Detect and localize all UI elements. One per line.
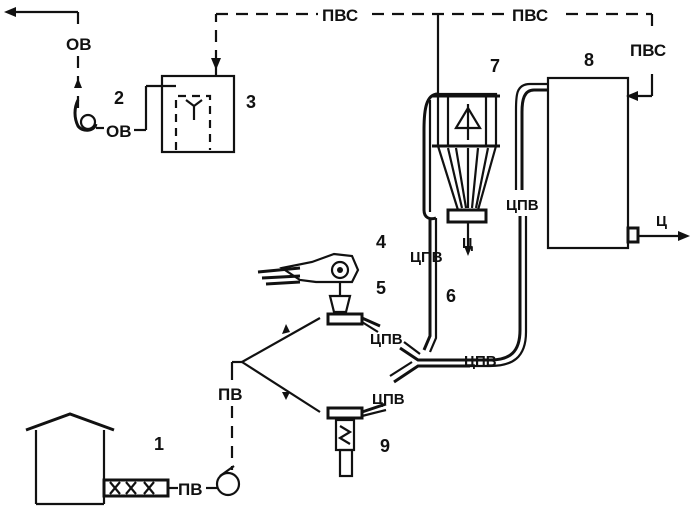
- pvs-line: [211, 12, 654, 101]
- number-3: 3: [246, 92, 256, 112]
- label-ov-mid: ОВ: [106, 122, 132, 141]
- label-pvs-1: ПВС: [322, 6, 358, 25]
- number-9: 9: [380, 436, 390, 456]
- tank-8: [514, 76, 690, 250]
- unit-4: [257, 252, 360, 296]
- label-pvs-2: ПВС: [512, 6, 548, 25]
- label-pv-left: ПВ: [218, 385, 243, 404]
- cpv-line-6: [422, 218, 438, 353]
- label-cpv-branch5: ЦПВ: [370, 331, 403, 348]
- number-1: 1: [154, 434, 164, 454]
- label-cpv-branch9: ЦПВ: [372, 391, 405, 408]
- number-7: 7: [490, 56, 500, 76]
- pump-pv: [206, 465, 241, 497]
- cpv-riser: [470, 216, 528, 368]
- manifold: [389, 341, 470, 384]
- number-6: 6: [446, 286, 456, 306]
- label-cpv-cyclone: ЦПВ: [410, 249, 443, 266]
- label-ov-top: ОВ: [66, 35, 92, 54]
- unit-9: [326, 402, 387, 478]
- tank-3: [160, 66, 236, 154]
- label-pv-bottom: ПВ: [178, 480, 203, 499]
- label-c-cyclone: Ц: [462, 235, 473, 252]
- label-c-tank: Ц: [656, 213, 667, 230]
- pv-split: [230, 317, 321, 470]
- number-4: 4: [376, 232, 386, 252]
- unit-5: [326, 294, 381, 333]
- number-5: 5: [376, 278, 386, 298]
- storage-building: [25, 412, 115, 506]
- feeder-1: [102, 478, 178, 498]
- ov-to-tank-line: [134, 84, 176, 132]
- label-cpv-riser: ЦПВ: [506, 197, 539, 214]
- label-pvs-3: ПВС: [630, 41, 666, 60]
- label-cpv-manifold: ЦПВ: [464, 353, 497, 370]
- pump-2: [73, 99, 104, 132]
- number-2: 2: [114, 88, 124, 108]
- ov-outlet-line: [4, 7, 82, 110]
- number-8: 8: [584, 50, 594, 70]
